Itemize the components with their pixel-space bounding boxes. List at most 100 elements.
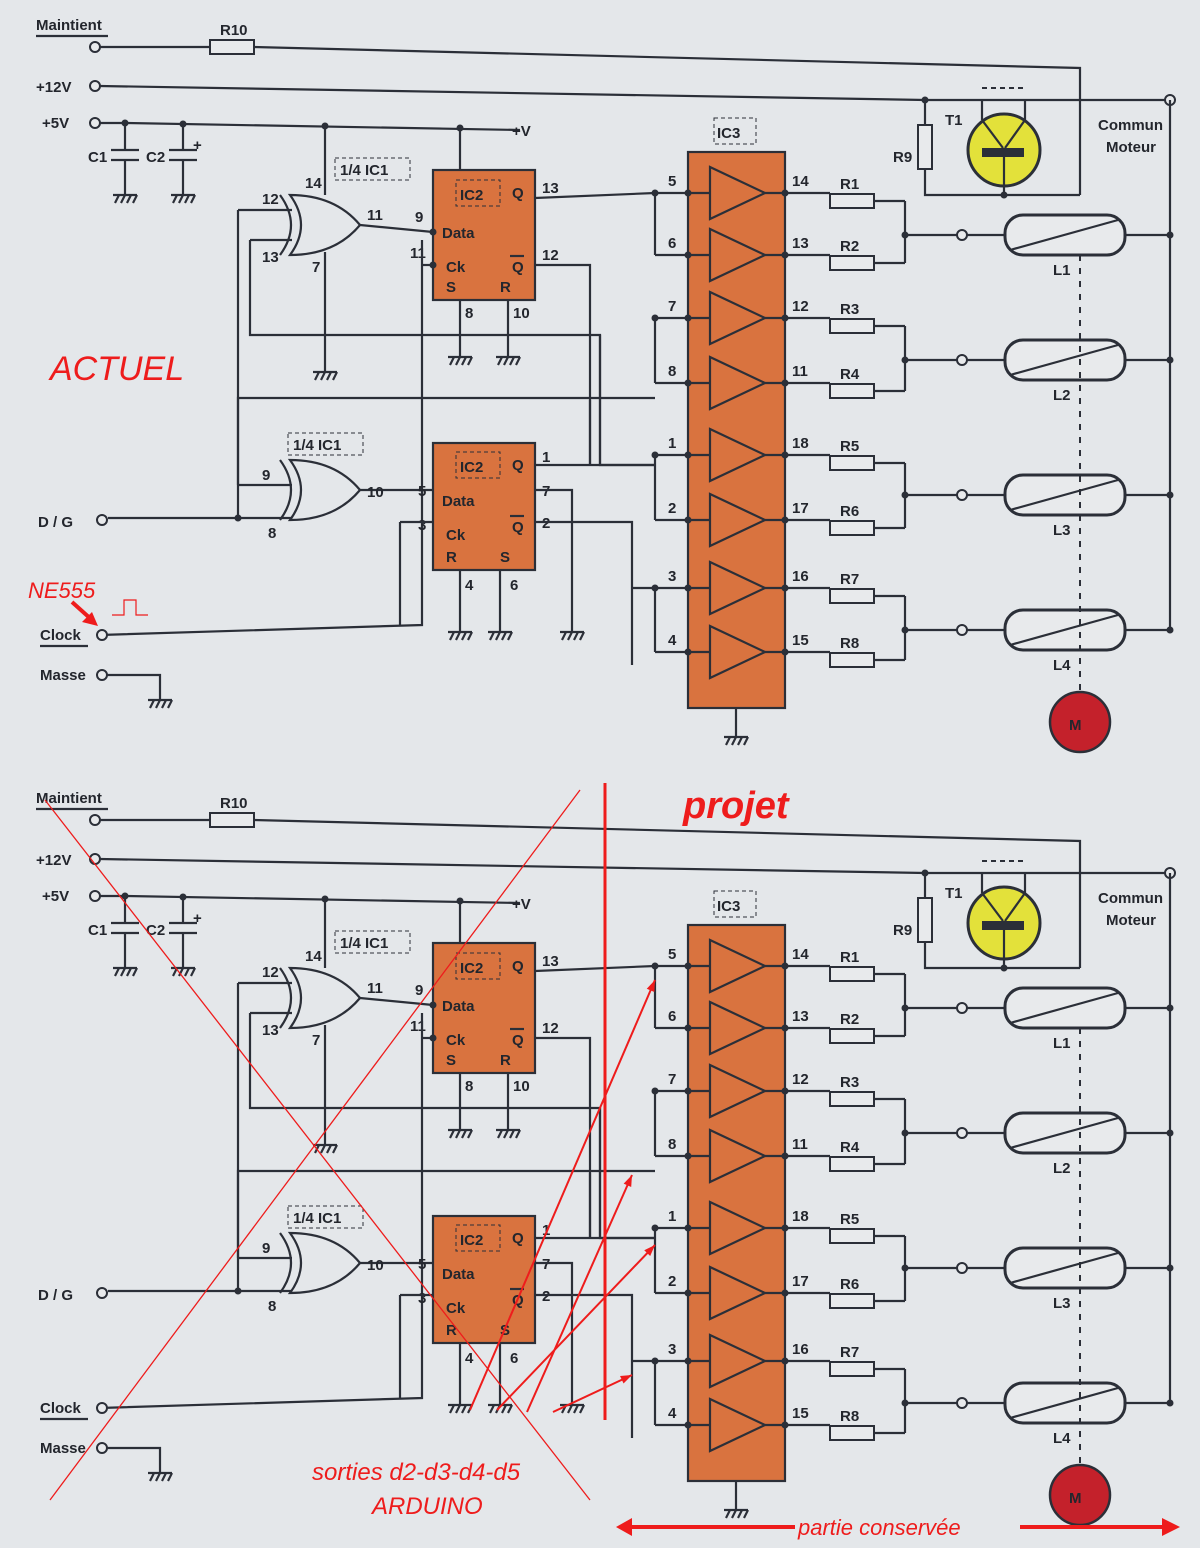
pin-label: 9 bbox=[262, 467, 270, 484]
dg-label: D / G bbox=[38, 514, 73, 531]
ic3-output-pin: 14 bbox=[792, 946, 809, 963]
xor-gate-icon bbox=[287, 1231, 362, 1295]
pin-label: 7 bbox=[312, 259, 320, 276]
wire bbox=[923, 169, 1080, 197]
pin-label: 4 bbox=[465, 1350, 474, 1367]
transistor-base bbox=[982, 148, 1024, 157]
xor-gate-2 bbox=[279, 1231, 362, 1295]
wire bbox=[253, 818, 1082, 968]
resistor-label: R3 bbox=[840, 1074, 859, 1091]
junction-dot bbox=[651, 1224, 659, 1232]
wire bbox=[461, 356, 467, 366]
terminal-icon bbox=[956, 229, 968, 241]
wire bbox=[507, 631, 513, 641]
wire bbox=[467, 631, 473, 641]
wire bbox=[535, 1036, 592, 1238]
wire bbox=[579, 631, 585, 641]
qbar-label: Q bbox=[512, 259, 524, 276]
masse-label: Masse bbox=[40, 1440, 86, 1457]
resistor-icon bbox=[917, 897, 933, 943]
resistor-label: R7 bbox=[840, 571, 859, 588]
ic3-output-pin: 15 bbox=[792, 1405, 809, 1422]
wire bbox=[573, 631, 579, 641]
resistor-label: R1 bbox=[840, 949, 859, 966]
wire bbox=[455, 1404, 461, 1414]
ic3-input-pin: 3 bbox=[668, 1341, 676, 1358]
terminal-icon bbox=[96, 514, 108, 526]
resistor-label: R1 bbox=[840, 176, 859, 193]
resistor-label: R8 bbox=[840, 1408, 859, 1425]
ic-label-box bbox=[455, 952, 501, 980]
gate-label: 1/4 IC1 bbox=[293, 437, 341, 454]
ground-icon bbox=[113, 956, 138, 977]
wire bbox=[743, 1509, 749, 1519]
ic2-label: IC2 bbox=[460, 960, 483, 977]
maintient-label: Maintient bbox=[36, 790, 102, 807]
ic2a-chip bbox=[431, 168, 537, 302]
ic3-input-pin: 3 bbox=[668, 568, 676, 585]
vplus-label: +V bbox=[512, 896, 531, 913]
pin-label: 9 bbox=[415, 209, 423, 226]
polarity-mark: + bbox=[193, 137, 202, 154]
motor-label: M bbox=[1069, 717, 1082, 734]
coil-stripe bbox=[1009, 1251, 1119, 1285]
wire bbox=[236, 396, 655, 485]
annotation-actuel: ACTUEL bbox=[48, 350, 184, 388]
wire bbox=[573, 1404, 579, 1414]
ground-icon bbox=[313, 360, 338, 381]
ic3-output-pin: 11 bbox=[792, 363, 808, 380]
pin-label: 9 bbox=[415, 982, 423, 999]
resistor-icon bbox=[829, 1028, 875, 1044]
ic-label-box bbox=[455, 1224, 501, 1252]
gate-label-box bbox=[287, 1205, 364, 1229]
resistor-label: R10 bbox=[220, 22, 248, 39]
wire bbox=[99, 857, 1165, 875]
xor-gate-1 bbox=[279, 193, 362, 257]
pin-label: 7 bbox=[542, 483, 550, 500]
junction-dot bbox=[684, 314, 692, 322]
wire bbox=[725, 736, 731, 746]
ic3-input-pin: 4 bbox=[668, 1405, 677, 1422]
ic3-output-pin: 11 bbox=[792, 1136, 808, 1153]
resistor-icon bbox=[209, 39, 255, 55]
terminal-icon bbox=[96, 1442, 108, 1454]
v12-label: +12V bbox=[36, 79, 71, 96]
pin-label: 8 bbox=[465, 1078, 473, 1095]
ic3-label: IC3 bbox=[717, 898, 740, 915]
wire bbox=[126, 967, 132, 977]
wire bbox=[172, 194, 178, 204]
ground-icon bbox=[113, 183, 138, 204]
junction-dot bbox=[1000, 964, 1008, 972]
r-label: R bbox=[500, 1052, 511, 1069]
wire bbox=[120, 967, 126, 977]
wire bbox=[737, 1509, 743, 1519]
ic2b-chip bbox=[431, 1214, 537, 1345]
pin-label: 12 bbox=[262, 191, 279, 208]
junction-dot bbox=[651, 314, 659, 322]
resistor-label: R7 bbox=[840, 1344, 859, 1361]
q-label: Q bbox=[512, 1230, 524, 1247]
junction-dot bbox=[684, 1357, 692, 1365]
annotation-projet: projet bbox=[682, 785, 790, 827]
ic3-input-pin: 6 bbox=[668, 1008, 676, 1025]
ground-icon bbox=[448, 1393, 473, 1414]
qbar-label: Q bbox=[512, 1032, 524, 1049]
pin-label: 12 bbox=[542, 1020, 559, 1037]
ic2-label: IC2 bbox=[460, 1232, 483, 1249]
ic3-input-pin: 7 bbox=[668, 1071, 676, 1088]
pin-label: 2 bbox=[542, 1288, 550, 1305]
junction-dot bbox=[684, 1289, 692, 1297]
pin-label: 13 bbox=[262, 1022, 279, 1039]
t1-label: T1 bbox=[945, 112, 963, 129]
pin-label: 8 bbox=[465, 305, 473, 322]
moteur-label: Moteur bbox=[1106, 912, 1156, 929]
junction-dot bbox=[684, 189, 692, 197]
terminal-icon bbox=[956, 354, 968, 366]
wire bbox=[332, 371, 338, 381]
wire bbox=[923, 942, 1080, 970]
wire bbox=[449, 356, 455, 366]
junction-dot bbox=[684, 962, 692, 970]
wire bbox=[501, 631, 507, 641]
ic2-label: IC2 bbox=[460, 187, 483, 204]
